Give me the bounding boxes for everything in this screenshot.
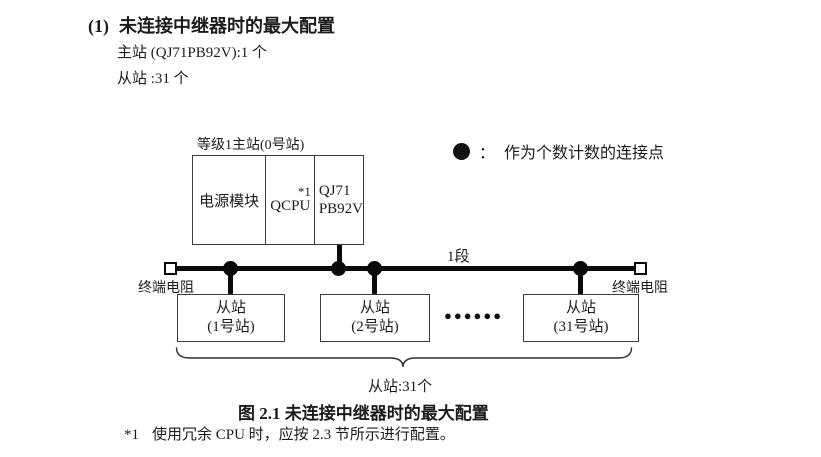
- legend: ： 作为个数计数的连接点: [453, 139, 664, 163]
- connection-point-dot: [367, 261, 382, 276]
- slave-station-2: 从站 (2号站): [320, 294, 430, 342]
- slave-label: 从站: [565, 299, 596, 316]
- figure-caption: 图 2.1 未连接中继器时的最大配置: [238, 404, 489, 423]
- terminator-square-right: [634, 262, 647, 275]
- section-heading: (1) 未连接中继器时的最大配置: [88, 12, 335, 38]
- terminator-label-right: 终端电阻: [612, 281, 668, 296]
- footnote: *1 使用冗余 CPU 时，应按 2.3 节所示进行配置。: [124, 423, 455, 444]
- footnote-marker: *1: [124, 427, 139, 443]
- slave1-drop-line: [228, 270, 233, 295]
- terminator-square-left: [164, 262, 177, 275]
- ellipsis-dots: ●●●●●●: [444, 308, 504, 323]
- power-module-label: 电源模块: [199, 193, 260, 210]
- connection-point-dot: [573, 261, 588, 276]
- slave-count-line: 从站 :31 个: [117, 71, 189, 87]
- slave-station-number: (31号站): [553, 319, 609, 335]
- connection-point-dot: [223, 261, 238, 276]
- slave-label: 从站: [359, 299, 390, 316]
- footnote-text: 使用冗余 CPU 时，应按 2.3 节所示进行配置。: [152, 427, 455, 443]
- master-station-label: 等级1主站(0号站): [197, 138, 305, 153]
- legend-separator: ：: [479, 145, 496, 162]
- slave31-drop-line: [578, 270, 583, 295]
- bus-line: [176, 266, 636, 271]
- section-number: (1): [88, 16, 109, 36]
- pb92v-label-line1: QJ71: [318, 183, 351, 199]
- qcpu-footnote-ref: *1: [297, 184, 311, 199]
- qcpu-cell: *1 QCPU: [265, 156, 314, 244]
- slave-station-number: (2号站): [351, 319, 399, 335]
- slave-label: 从站: [215, 299, 246, 316]
- slave-count-brace: [175, 347, 633, 368]
- slave2-drop-line: [372, 270, 377, 295]
- slave-station-1: 从站 (1号站): [177, 294, 285, 342]
- slave-count-label: 从站:31个: [368, 379, 433, 395]
- pb92v-label-line2: PB92V: [318, 201, 363, 217]
- connection-point-dot: [331, 261, 346, 276]
- legend-text: 作为个数计数的连接点: [504, 145, 665, 162]
- connection-point-icon: [453, 142, 470, 160]
- master-drop-line: [337, 245, 342, 267]
- slave-station-number: (1号站): [207, 319, 255, 335]
- power-module-cell: 电源模块: [193, 156, 265, 244]
- section-title: 未连接中继器时的最大配置: [119, 16, 335, 36]
- segment-label: 1段: [447, 249, 470, 265]
- terminator-label-left: 终端电阻: [138, 281, 194, 296]
- slave-station-31: 从站 (31号站): [523, 294, 639, 342]
- qcpu-label: QCPU: [270, 198, 311, 214]
- master-count-line: 主站 (QJ71PB92V):1 个: [117, 45, 268, 61]
- pb92v-cell: QJ71 PB92V: [313, 156, 363, 244]
- master-station-rack: 电源模块 *1 QCPU QJ71 PB92V: [192, 155, 364, 245]
